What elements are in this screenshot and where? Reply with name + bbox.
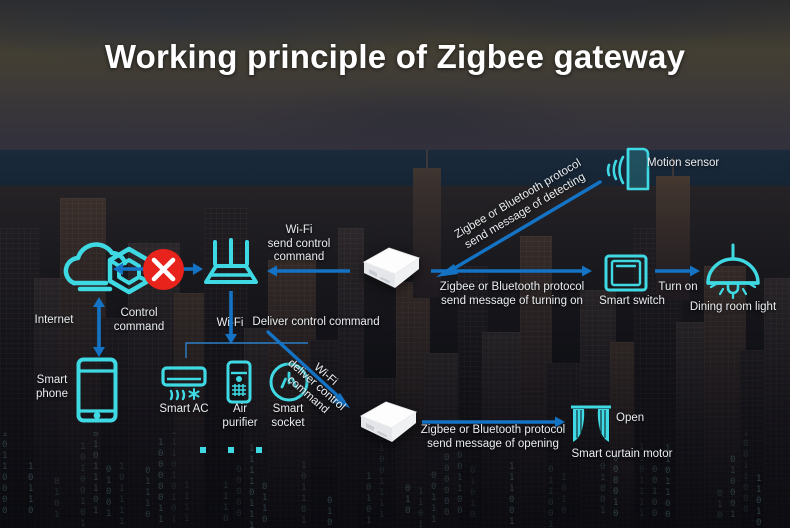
red-x-icon: [143, 249, 184, 290]
air-purifier-icon: [226, 360, 252, 404]
internet-label: Internet: [34, 314, 74, 326]
smart-ac-label: Smart AC: [159, 403, 209, 415]
smartphone-icon: [76, 357, 118, 423]
power-socket-icon: [269, 362, 309, 402]
motion-sensor-icon: [601, 147, 651, 191]
air-purifier-label: Air purifier: [222, 403, 258, 429]
motion-sensor-label: Motion sensor: [647, 157, 720, 169]
deliver-control-command-label: Deliver control command: [252, 316, 380, 328]
gateway-switch-arrow: [431, 264, 593, 278]
wall-switch-icon: [604, 254, 648, 292]
dining-room-light-label: Dining room light: [689, 301, 777, 313]
pendant-lamp-icon: [704, 243, 762, 300]
gateway-curtain-arrow: [422, 415, 566, 429]
gateway-router-arrow: [266, 264, 350, 278]
zigbee-gateway-icon-bottom: [352, 396, 424, 452]
ellipsis-dots: [200, 446, 290, 454]
router-devices-arrow: [224, 291, 238, 345]
wifi-router-icon: [201, 238, 261, 286]
internet-phone-arrow: [92, 296, 106, 358]
smart-phone-label: Smart phone: [36, 374, 68, 400]
smart-switch-label: Smart switch: [599, 295, 665, 307]
smart-curtain-motor-label: Smart curtain motor: [571, 448, 673, 460]
air-conditioner-icon: [161, 366, 207, 406]
turn-on-label: Turn on: [658, 281, 698, 293]
page-title: Working principle of Zigbee gateway: [104, 38, 686, 75]
curtain-icon: [570, 404, 612, 444]
smart-socket-label: Smart socket: [271, 403, 305, 429]
open-label: Open: [616, 412, 645, 424]
binary-code-overlay: 1 0 1 1 0 0 0 0 1 0 1 1 0 0 1 0 1 1 0 1 …: [2, 432, 763, 528]
wifi-send-control-label: Wi-Fi send control command: [267, 224, 331, 263]
turning-on-message-label: Zigbee or Bluetooth protocol send messag…: [439, 281, 585, 307]
zigbee-gateway-icon: [355, 242, 427, 298]
turn-on-arrow: [655, 264, 701, 278]
opening-message-label: Zigbee or Bluetooth protocol send messag…: [420, 424, 566, 450]
router-bottom-gateway-arrow: [266, 330, 356, 414]
device-bracket: [185, 341, 309, 359]
control-command-label: Control command: [113, 307, 165, 333]
